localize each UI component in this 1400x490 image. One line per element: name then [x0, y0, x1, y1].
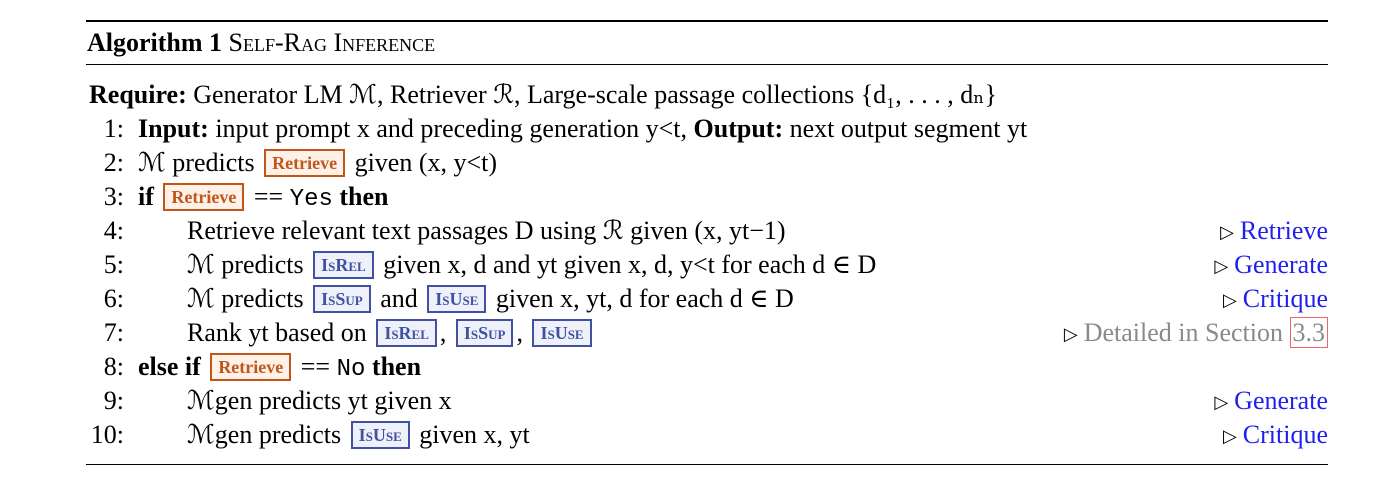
- line-text-post: given x, yt: [419, 420, 530, 449]
- then-keyword: then: [371, 352, 422, 381]
- triangle-icon: ▷: [1222, 290, 1237, 310]
- issup-token: IsSup: [313, 285, 371, 313]
- line-text: ℳgen predicts yt given x: [187, 386, 452, 415]
- caption-rule: [86, 64, 1328, 65]
- input-keyword: Input:: [138, 114, 209, 143]
- algorithm-line-9: 9: ℳgen predicts yt given x ▷Generate: [0, 384, 1400, 418]
- algorithm-title: Self-Rag Inference: [228, 28, 436, 57]
- line-text-post: given (x, y<t): [354, 148, 498, 177]
- line-number: 9:: [103, 386, 124, 415]
- triangle-icon: ▷: [1222, 426, 1237, 446]
- line-number: 1:: [103, 114, 124, 143]
- line-text-post: given x, yt, d for each d ∈ D: [495, 284, 794, 313]
- line-text-pre: ℳ predicts: [138, 148, 255, 177]
- comment: ▷Detailed in Section 3.3: [1064, 316, 1328, 351]
- algorithm-line-3: 3: if Retrieve == Yes then: [0, 180, 1400, 214]
- equals-operator: ==: [253, 182, 284, 211]
- line-text-pre: Rank yt based on: [187, 318, 367, 347]
- line-number: 4:: [103, 216, 124, 245]
- algorithm-line-6: 6: ℳ predicts IsSup and IsUse given x, y…: [0, 282, 1400, 316]
- comment: ▷Critique: [1223, 282, 1328, 317]
- require-text: Generator LM ℳ, Retriever ℛ, Large-scale…: [193, 80, 997, 109]
- line-text-pre: ℳ predicts: [187, 250, 304, 279]
- isrel-token: IsRel: [313, 251, 374, 279]
- line-text: Retrieve relevant text passages D using …: [187, 216, 786, 245]
- retrieve-token: Retrieve: [210, 353, 292, 381]
- isuse-token: IsUse: [427, 285, 487, 313]
- require-keyword: Require:: [89, 80, 187, 109]
- algorithm-line-7: 7: Rank yt based on IsRel, IsSup, IsUse …: [0, 316, 1400, 350]
- retrieve-token: Retrieve: [163, 183, 245, 211]
- line-text-pre: ℳ predicts: [187, 284, 304, 313]
- line-number: 3:: [103, 182, 124, 211]
- retrieve-token: Retrieve: [264, 149, 346, 177]
- comment-link-generate[interactable]: Generate: [1234, 250, 1328, 279]
- separator: ,: [516, 318, 523, 347]
- bottom-rule: [86, 464, 1328, 465]
- algorithm-line-5: 5: ℳ predicts IsRel given x, d and yt gi…: [0, 248, 1400, 282]
- separator: ,: [439, 318, 447, 347]
- else-if-keyword: else if: [138, 352, 201, 381]
- section-link[interactable]: 3.3: [1289, 317, 1328, 348]
- value-no: No: [336, 356, 366, 383]
- comment-link-retrieve[interactable]: Retrieve: [1239, 216, 1328, 245]
- comment: ▷Generate: [1214, 248, 1328, 283]
- input-text: input prompt x and preceding generation …: [215, 114, 688, 143]
- then-keyword: then: [339, 182, 389, 211]
- line-number: 7:: [103, 318, 124, 347]
- if-keyword: if: [138, 182, 154, 211]
- isrel-token: IsRel: [376, 319, 437, 347]
- comment-link-critique[interactable]: Critique: [1242, 284, 1328, 313]
- triangle-icon: ▷: [1063, 324, 1078, 344]
- algorithm-line-4: 4: Retrieve relevant text passages D usi…: [0, 214, 1400, 248]
- line-number: 2:: [103, 148, 124, 177]
- comment-link-generate[interactable]: Generate: [1234, 386, 1328, 415]
- value-yes: Yes: [289, 186, 333, 213]
- isuse-token: IsUse: [350, 421, 410, 449]
- issup-token: IsSup: [455, 319, 514, 347]
- triangle-icon: ▷: [1220, 222, 1234, 242]
- line-number: 5:: [103, 250, 124, 279]
- algorithm-line-10: 10: ℳgen predicts IsUse given x, yt ▷Cri…: [0, 418, 1400, 452]
- line-text-post: given x, d and yt given x, d, y<t for ea…: [383, 250, 877, 279]
- top-rule: [86, 20, 1328, 22]
- line-number: 8:: [103, 352, 124, 381]
- isuse-token: IsUse: [532, 319, 592, 347]
- algorithm-line-8: 8: else if Retrieve == No then: [0, 350, 1400, 384]
- comment-link-critique[interactable]: Critique: [1242, 420, 1328, 449]
- comment: ▷Critique: [1223, 418, 1328, 453]
- algorithm-caption: Algorithm 1 Self-Rag Inference: [87, 27, 435, 59]
- algorithm-line-1: 1: Input: input prompt x and preceding g…: [0, 112, 1400, 146]
- line-text-pre: ℳgen predicts: [187, 420, 342, 449]
- line-text-mid: and: [380, 284, 418, 313]
- comment: ▷Generate: [1214, 384, 1328, 419]
- comment: ▷Retrieve: [1220, 214, 1328, 249]
- output-keyword: Output:: [693, 114, 784, 143]
- line-number: 10:: [90, 420, 124, 449]
- comment-text: Detailed in Section: [1083, 318, 1283, 347]
- equals-operator: ==: [300, 352, 331, 381]
- triangle-icon: ▷: [1214, 256, 1229, 276]
- algorithm-line-2: 2: ℳ predicts Retrieve given (x, y<t): [0, 146, 1400, 180]
- line-number: 6:: [103, 284, 124, 313]
- require-line: Require: Generator LM ℳ, Retriever ℛ, La…: [0, 78, 1400, 112]
- algorithm-label: Algorithm 1: [87, 28, 223, 57]
- output-text: next output segment yt: [789, 114, 1028, 143]
- triangle-icon: ▷: [1214, 392, 1229, 412]
